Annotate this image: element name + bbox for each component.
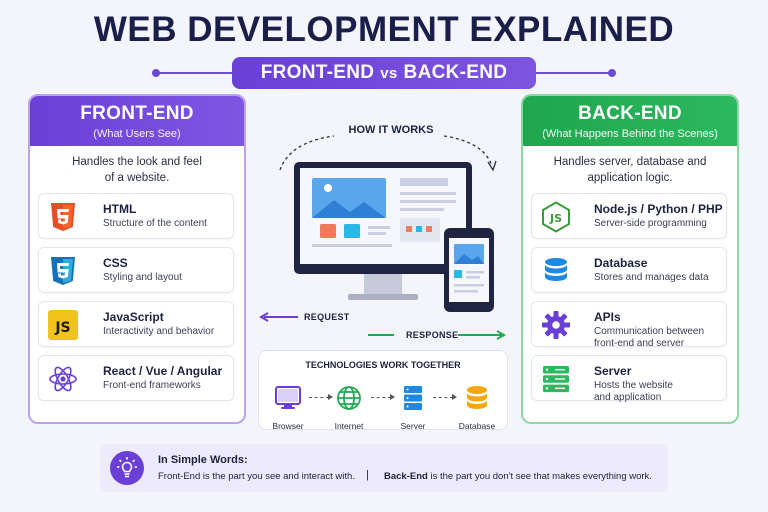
front-item-html: HTML Structure of the content bbox=[38, 193, 234, 239]
database-icon bbox=[467, 386, 487, 409]
css3-icon bbox=[51, 257, 75, 285]
front-item-title: CSS bbox=[103, 256, 128, 270]
simple-words-back-bold: Back-End bbox=[384, 471, 428, 482]
tech-arrow-1 bbox=[309, 394, 333, 400]
front-end-desc-line1: Handles the look and feel bbox=[72, 156, 202, 168]
tech-node-internet: Internet bbox=[327, 384, 371, 431]
back-item-desc-line2: front-end and server bbox=[594, 338, 685, 349]
front-end-panel: FRONT-END (What Users See) Handles the l… bbox=[28, 94, 246, 424]
front-item-desc: Front-end frameworks bbox=[103, 380, 201, 391]
front-item-title: HTML bbox=[103, 202, 137, 216]
back-end-subheading: (What Happens Behind the Scenes) bbox=[542, 128, 718, 140]
response-label: RESPONSE bbox=[406, 330, 459, 340]
front-end-heading: FRONT-END bbox=[80, 103, 194, 124]
subtitle-right: BACK-END bbox=[403, 62, 508, 83]
front-item-frameworks: React / Vue / Angular Front-end framewor… bbox=[38, 355, 234, 401]
front-end-description: Handles the look and feel of a website. bbox=[42, 154, 232, 194]
technologies-title: TECHNOLOGIES WORK TOGETHER bbox=[305, 360, 461, 370]
tech-arrow-3 bbox=[433, 394, 457, 400]
tech-node-label: Server bbox=[400, 421, 426, 431]
front-item-javascript: JS JavaScript Interactivity and behavior bbox=[38, 301, 234, 347]
back-item-desc: Hosts the website and application bbox=[594, 380, 724, 404]
back-item-desc-line1: Communication between bbox=[594, 326, 705, 337]
database-icon bbox=[545, 258, 567, 281]
subtitle-right-line bbox=[534, 72, 610, 74]
nodejs-icon: JS bbox=[542, 201, 570, 233]
subtitle-right-dot bbox=[608, 69, 616, 77]
request-response-arrows bbox=[258, 312, 507, 340]
tech-node-database: Database bbox=[455, 384, 499, 431]
gear-icon bbox=[542, 311, 570, 339]
simple-words-box: In Simple Words: Front-End is the part y… bbox=[100, 444, 668, 492]
back-end-description: Handles server, database and application… bbox=[535, 154, 725, 194]
subtitle-left-dot bbox=[152, 69, 160, 77]
globe-icon bbox=[337, 386, 361, 410]
svg-text:JS: JS bbox=[54, 320, 70, 336]
server-icon bbox=[543, 366, 569, 393]
svg-text:JS: JS bbox=[549, 212, 562, 225]
react-icon bbox=[49, 366, 77, 392]
front-item-desc: Interactivity and behavior bbox=[103, 326, 215, 337]
simple-words-title: In Simple Words: bbox=[158, 454, 248, 466]
back-end-desc-line1: Handles server, database and bbox=[553, 156, 707, 168]
tech-node-label: Browser bbox=[272, 421, 304, 431]
simple-words-back-rest: is the part you don't see that makes eve… bbox=[427, 471, 652, 482]
how-it-works-label: HOW IT WORKS bbox=[348, 124, 434, 136]
back-item-desc: Communication between front-end and serv… bbox=[594, 326, 724, 350]
front-item-title: JavaScript bbox=[103, 310, 164, 324]
tech-node-browser: Browser bbox=[266, 384, 310, 431]
subtitle-left-line bbox=[158, 72, 234, 74]
back-item-desc-line2: and application bbox=[594, 392, 662, 403]
front-end-desc-line2: of a website. bbox=[104, 172, 170, 184]
back-end-panel: BACK-END (What Happens Behind the Scenes… bbox=[521, 94, 739, 424]
how-it-works-arrows bbox=[279, 135, 497, 172]
browser-icon bbox=[275, 386, 301, 409]
front-item-title: React / Vue / Angular bbox=[103, 364, 223, 378]
back-item-title: Node.js / Python / PHP bbox=[594, 202, 723, 216]
back-end-heading: BACK-END bbox=[578, 103, 682, 124]
js-icon: JS bbox=[48, 310, 78, 340]
back-item-desc: Stores and manages data bbox=[594, 272, 709, 283]
back-item-languages: JS Node.js / Python / PHP Server-side pr… bbox=[531, 193, 727, 239]
subtitle-left: FRONT-END bbox=[260, 62, 375, 83]
page-title: WEB DEVELOPMENT EXPLAINED bbox=[93, 10, 675, 49]
back-item-desc: Server-side programming bbox=[594, 218, 707, 229]
technologies-box: TECHNOLOGIES WORK TOGETHER Browser Inter… bbox=[258, 350, 508, 431]
simple-words-back: Back-End is the part you don't see that … bbox=[384, 471, 652, 482]
front-item-desc: Structure of the content bbox=[103, 218, 207, 229]
monitor-illustration bbox=[294, 162, 494, 312]
back-end-header: BACK-END (What Happens Behind the Scenes… bbox=[523, 96, 737, 146]
front-item-css: CSS Styling and layout bbox=[38, 247, 234, 293]
request-label: REQUEST bbox=[304, 312, 350, 322]
back-item-desc-line1: Hosts the website bbox=[594, 380, 673, 391]
front-end-subheading: (What Users See) bbox=[93, 128, 181, 140]
front-item-desc: Styling and layout bbox=[103, 272, 182, 283]
tech-node-label: Internet bbox=[334, 421, 364, 431]
server-icon bbox=[404, 386, 422, 410]
back-item-apis: APIs Communication between front-end and… bbox=[531, 301, 727, 350]
tech-node-server: Server bbox=[391, 384, 435, 431]
lightbulb-icon bbox=[110, 451, 144, 485]
front-end-header: FRONT-END (What Users See) bbox=[30, 96, 244, 146]
subtitle-vs: vs bbox=[380, 64, 398, 82]
html5-icon bbox=[51, 203, 75, 231]
tech-arrow-2 bbox=[371, 394, 395, 400]
back-item-database: Database Stores and manages data bbox=[531, 247, 727, 293]
simple-words-front: Front-End is the part you see and intera… bbox=[158, 471, 355, 482]
back-item-title: APIs bbox=[594, 310, 621, 324]
tech-node-label: Database bbox=[458, 421, 496, 431]
back-end-desc-line2: application logic. bbox=[587, 172, 673, 184]
simple-words-separator: | bbox=[366, 469, 369, 481]
back-item-server: Server Hosts the website and application bbox=[531, 355, 727, 404]
back-item-title: Database bbox=[594, 256, 648, 270]
subtitle-banner: FRONT-END vs BACK-END bbox=[232, 57, 536, 89]
back-item-title: Server bbox=[594, 364, 632, 378]
